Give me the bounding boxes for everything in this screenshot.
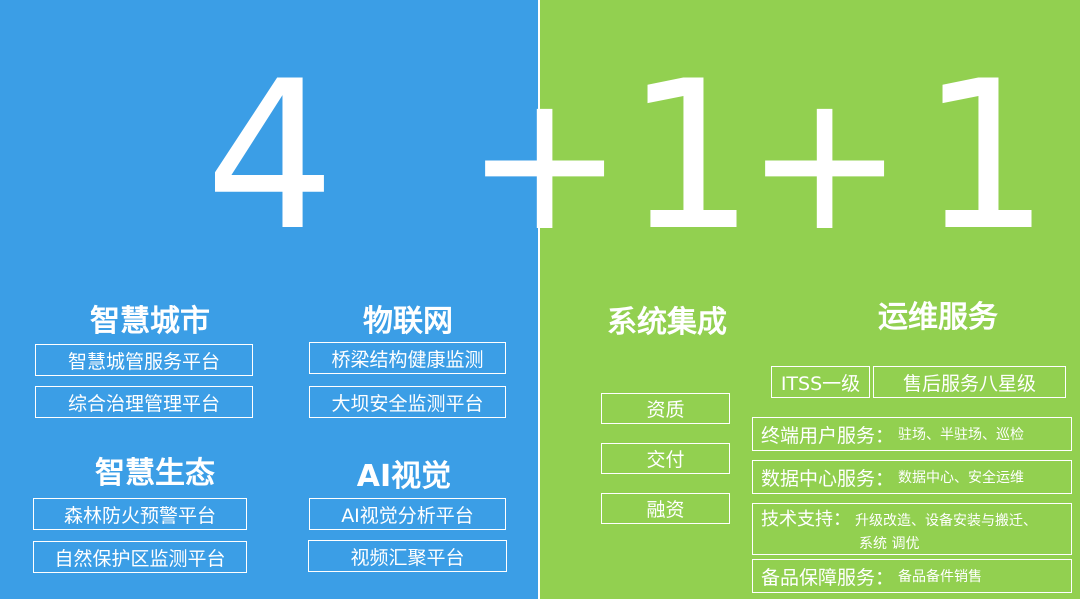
ops-service-detail: 升级改造、设备安装与搬迁、 [855, 513, 1037, 529]
smart-city-item: 综合治理管理平台 [35, 386, 253, 418]
smart-city-item: 智慧城管服务平台 [35, 344, 253, 376]
ops-service-detail: 备品备件销售 [898, 569, 983, 585]
smart-eco-item: 自然保护区监测平台 [33, 541, 247, 573]
integration-item: 交付 [601, 443, 730, 474]
ai-vision-heading: AI视觉 [356, 459, 452, 494]
smart-eco-heading: 智慧生态 [95, 456, 215, 491]
ops-tag-itss: ITSS一级 [771, 366, 870, 398]
formula-plus-2: + [745, 52, 905, 273]
iot-item: 桥梁结构健康监测 [309, 342, 506, 374]
formula-one-2: 1 [920, 38, 1051, 276]
ops-heading: 运维服务 [878, 300, 998, 335]
panel-divider [538, 0, 540, 599]
ops-service-label: 备品保障服务： [761, 566, 895, 589]
iot-item: 大坝安全监测平台 [309, 386, 506, 418]
smart-eco-item: 森林防火预警平台 [33, 498, 247, 530]
ops-service-detail: 数据中心、安全运维 [898, 470, 1025, 486]
ops-service-row: 数据中心服务： 数据中心、安全运维 [752, 460, 1072, 494]
left-panel [0, 0, 538, 599]
smart-city-heading: 智慧城市 [90, 304, 210, 339]
right-panel [540, 0, 1080, 599]
ops-service-line: 技术支持： 升级改造、设备安装与搬迁、 [761, 505, 1037, 531]
integration-heading: 系统集成 [607, 305, 727, 340]
ops-service-row: 终端用户服务： 驻场、半驻场、巡检 [752, 417, 1072, 451]
ai-vision-item: 视频汇聚平台 [308, 540, 507, 572]
ops-service-label: 终端用户服务： [761, 424, 895, 447]
integration-item: 资质 [601, 393, 730, 424]
ops-service-row: 备品保障服务： 备品备件销售 [752, 559, 1072, 593]
ops-service-label: 数据中心服务： [761, 467, 895, 490]
ops-tag-after-sales: 售后服务八星级 [873, 366, 1066, 398]
formula-plus-1: + [465, 52, 625, 273]
ai-vision-item: AI视觉分析平台 [309, 498, 506, 530]
formula-four: 4 [205, 38, 336, 276]
iot-heading: 物联网 [363, 304, 453, 339]
integration-item: 融资 [601, 493, 730, 524]
ops-service-detail-cont: 系统 调优 [859, 536, 920, 552]
ops-service-row: 技术支持： 升级改造、设备安装与搬迁、 系统 调优 [752, 503, 1072, 555]
ops-service-label: 技术支持： [761, 509, 851, 530]
formula-one-1: 1 [625, 38, 756, 276]
ops-service-detail: 驻场、半驻场、巡检 [898, 427, 1025, 443]
